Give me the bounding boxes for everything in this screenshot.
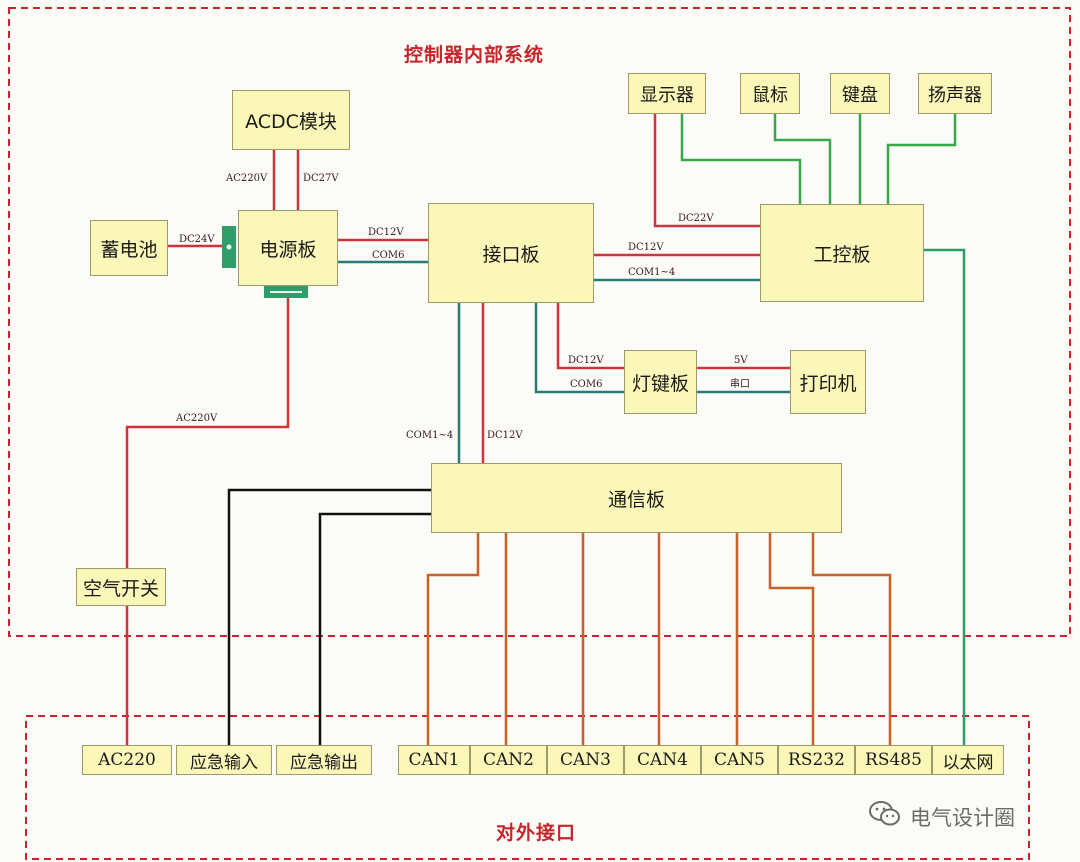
power-board: 电源板 xyxy=(238,210,338,286)
port-rs232: RS232 xyxy=(778,745,855,775)
internal-system-title: 控制器内部系统 xyxy=(404,44,545,66)
wire-label-dc12v-light: DC12V xyxy=(568,355,604,366)
port-emergency-input: 应急输入 xyxy=(176,745,272,775)
wire-label-dc24v: DC24V xyxy=(179,234,215,245)
watermark-text: 电气设计圈 xyxy=(910,805,1015,830)
port-can1: CAN1 xyxy=(398,745,470,775)
wire-mouse xyxy=(773,114,832,204)
display-box: 显示器 xyxy=(628,73,706,114)
wire-label-dc12v-ipc: DC12V xyxy=(628,242,664,253)
wire-label-com6-power: COM6 xyxy=(372,250,405,261)
wire-can1 xyxy=(426,533,480,745)
wire-label-dc12v-power: DC12V xyxy=(368,227,404,238)
keyboard-box: 键盘 xyxy=(830,73,890,114)
mouse-box: 鼠标 xyxy=(740,73,800,114)
wire-light-com6 xyxy=(534,303,624,394)
wire-speaker xyxy=(886,114,957,204)
port-rs485: RS485 xyxy=(855,745,932,775)
wire-emergency-input xyxy=(227,488,431,745)
wire-ethernet xyxy=(924,248,966,745)
wire-label-5v: 5V xyxy=(734,355,748,366)
wire-label-com1-4-ipc: COM1~4 xyxy=(628,267,676,278)
wire-label-ac220v-top: AC220V xyxy=(226,173,268,184)
port-ethernet: 以太网 xyxy=(932,745,1004,775)
port-can5: CAN5 xyxy=(701,745,778,775)
port-can3: CAN3 xyxy=(547,745,624,775)
wire-rs232 xyxy=(768,533,815,745)
port-can4: CAN4 xyxy=(624,745,701,775)
wire-display-dc22v xyxy=(653,114,760,228)
port-emergency-output: 应急输出 xyxy=(276,745,372,775)
light-key-board: 灯键板 xyxy=(624,350,697,414)
wire-display-signal xyxy=(680,114,802,204)
wire-label-com6-light: COM6 xyxy=(570,379,603,390)
port-ac220: AC220 xyxy=(82,745,172,775)
communication-board: 通信板 xyxy=(431,463,842,533)
air-switch-box: 空气开关 xyxy=(76,568,166,606)
external-interfaces-title: 对外接口 xyxy=(496,822,577,844)
watermark: 电气设计圈 xyxy=(868,800,1015,833)
wire-rs485 xyxy=(811,533,892,745)
port-can2: CAN2 xyxy=(470,745,547,775)
wire-label-dc12v-comm: DC12V xyxy=(487,430,523,441)
wire-ac220-main xyxy=(125,298,290,568)
interface-board: 接口板 xyxy=(428,203,594,303)
wire-label-com1-4-comm: COM1~4 xyxy=(406,430,454,441)
speaker-box: 扬声器 xyxy=(918,73,992,114)
connector-tag-icon xyxy=(264,286,308,298)
internal-boundary xyxy=(8,7,1071,637)
wire-label-serial: 串口 xyxy=(730,379,750,390)
external-boundary xyxy=(25,715,1030,860)
wire-label-dc22v: DC22V xyxy=(678,213,714,224)
printer-box: 打印机 xyxy=(790,350,866,414)
wire-label-ac220v-mid: AC220V xyxy=(176,413,218,424)
wechat-icon xyxy=(868,800,902,833)
connector-tag-icon xyxy=(222,226,236,268)
industrial-pc-board: 工控板 xyxy=(760,204,924,302)
acdc-module: ACDC模块 xyxy=(232,90,350,150)
wire-label-dc27v: DC27V xyxy=(303,173,339,184)
wire-light-dc12v xyxy=(556,303,624,370)
battery-box: 蓄电池 xyxy=(90,220,168,276)
wire-emergency-output xyxy=(318,512,431,745)
